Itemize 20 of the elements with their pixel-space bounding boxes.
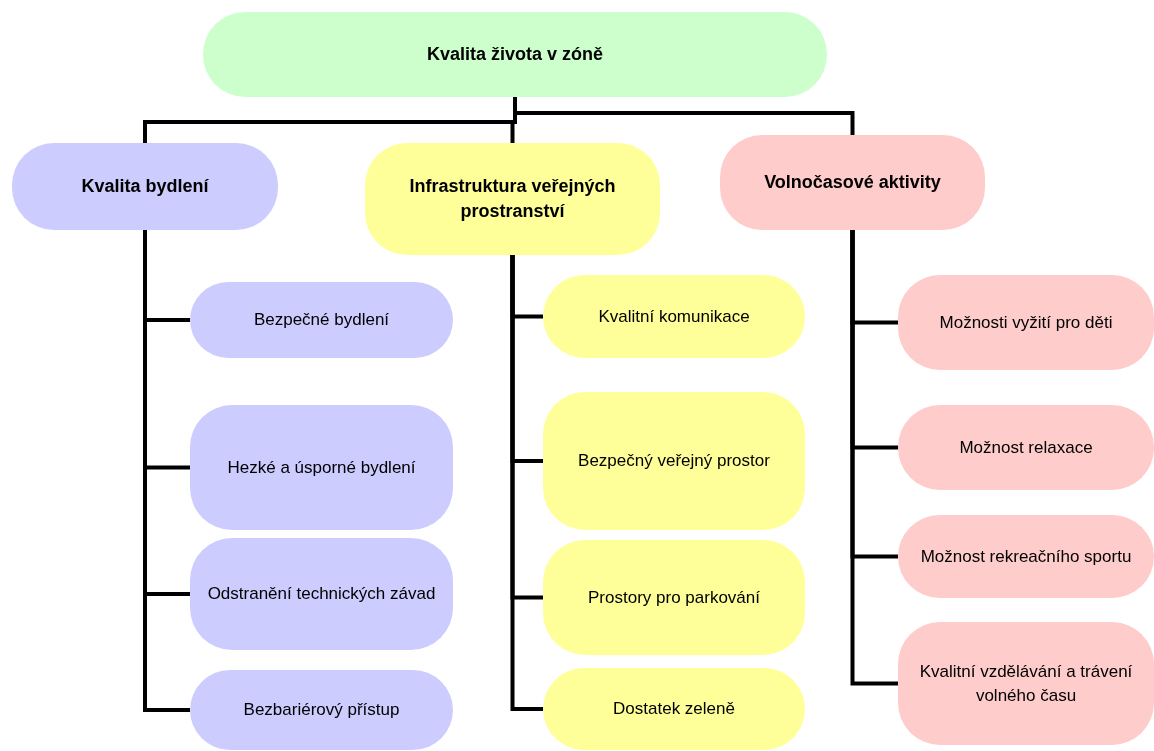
topic-pill: Infrastruktura veřejných prostranství: [365, 143, 660, 255]
topic-pill: Bezpečný veřejný prostor: [543, 392, 805, 530]
topic-pill: Možnost relaxace: [898, 405, 1154, 490]
topic-pill: Prostory pro parkování: [543, 540, 805, 655]
topic-pill: Dostatek zeleně: [543, 668, 805, 750]
connector-line: [143, 230, 190, 712]
topic-pill: Kvalitní komunikace: [543, 275, 805, 358]
topic-pill: Bezpečné bydlení: [190, 282, 453, 358]
topic-pill: Možnost rekreačního sportu: [898, 515, 1154, 598]
connector-line: [850, 230, 898, 686]
topic-pill: Možnosti vyžití pro děti: [898, 275, 1154, 370]
connector-line: [513, 97, 855, 135]
topic-pill: Volnočasové aktivity: [720, 135, 985, 230]
topic-pill: Hezké a úsporné bydlení: [190, 405, 453, 530]
connector-line: [510, 255, 543, 711]
topic-pill: Kvalita bydlení: [12, 143, 278, 230]
root-pill: Kvalita života v zóně: [203, 12, 827, 97]
topic-pill: Odstranění technických závad: [190, 538, 453, 650]
topic-pill: Kvalitní vzdělávání a trávení volného času: [898, 622, 1154, 745]
topic-pill: Bezbariérový přístup: [190, 670, 453, 750]
